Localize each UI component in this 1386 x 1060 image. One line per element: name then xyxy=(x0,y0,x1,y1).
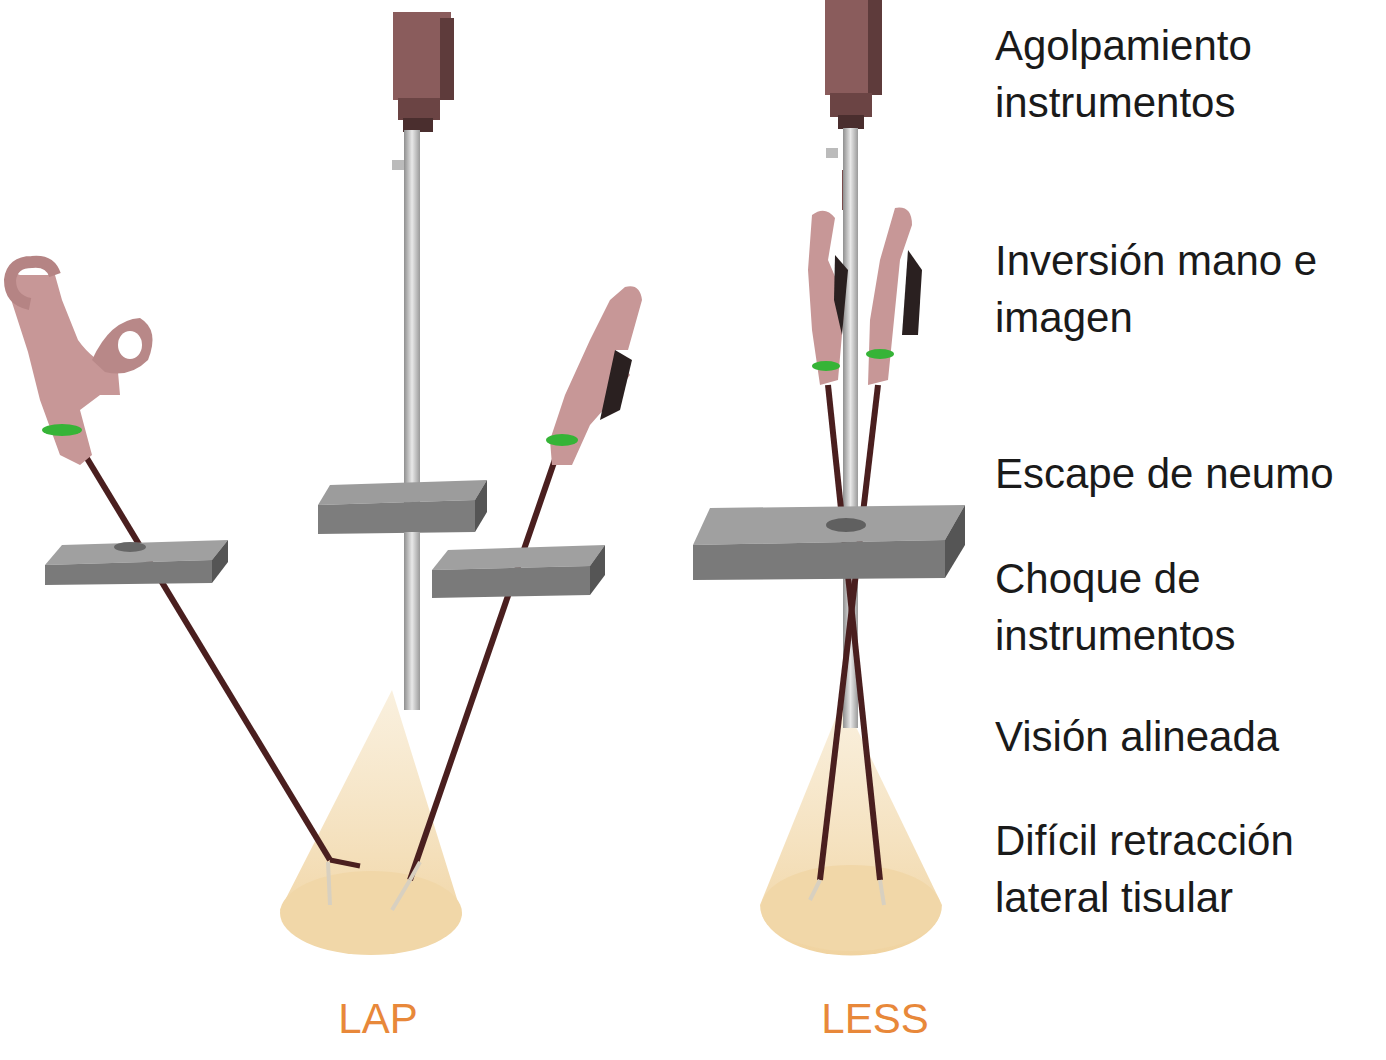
callout-label: Visión alineada xyxy=(995,708,1380,765)
lap-setup xyxy=(8,12,643,955)
callout-label: Difícil retracción lateral tisular xyxy=(995,812,1380,926)
callout-label: Agolpamiento instrumentos xyxy=(995,17,1315,131)
callout-label: Inversión mano e imagen xyxy=(995,232,1340,346)
panel-label: LAP xyxy=(298,996,458,1042)
panel-label: LESS xyxy=(790,996,960,1042)
callout-label: Choque de instrumentos xyxy=(995,550,1305,664)
less-setup xyxy=(693,0,965,956)
callout-label: Escape de neumo xyxy=(995,445,1383,502)
